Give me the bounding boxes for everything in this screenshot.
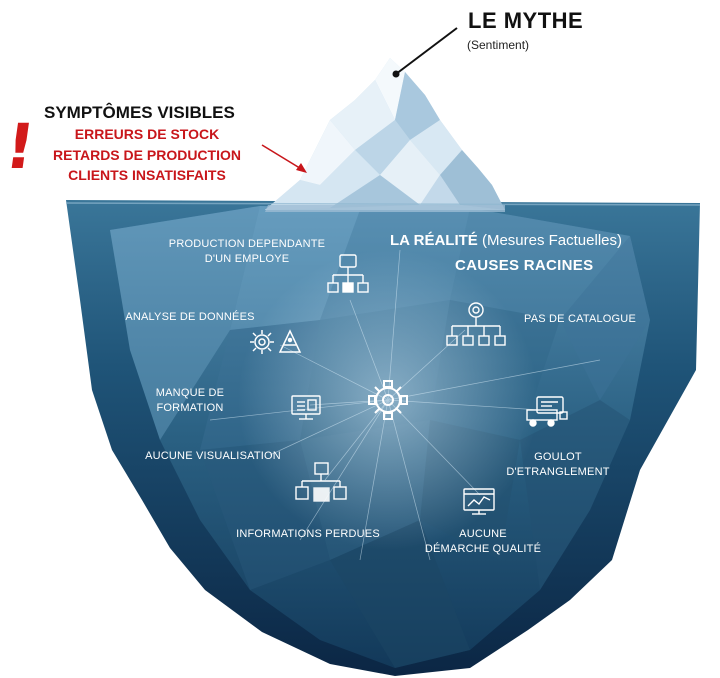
reality-subtitle: CAUSES RACINES [455,257,593,274]
cause-aucune-visualisation: AUCUNE VISUALISATION [138,449,288,464]
cause-manque-formation: MANQUE DE FORMATION [150,386,230,416]
symptom-item: RETARDS DE PRODUCTION [42,147,252,163]
cause-analyse: ANALYSE DE DONNÉES [120,310,260,325]
cause-label-line: FORMATION [150,401,230,416]
cause-label-line: DÉMARCHE QUALITÉ [420,542,546,557]
cause-production-dependante: PRODUCTION DEPENDANTE D'UN EMPLOYE [162,237,332,267]
myth-subtitle: (Sentiment) [467,38,529,52]
reality-title-rest: (Mesures Factuelles) [478,232,622,249]
symptoms-title: SYMPTÔMES VISIBLES [44,103,235,123]
cause-demarche-qualite: AUCUNE DÉMARCHE QUALITÉ [420,527,546,557]
cause-pas-catalogue: PAS DE CATALOGUE [518,312,642,327]
symptom-arrow-head [296,163,307,173]
cause-label-line: PRODUCTION DEPENDANTE [162,237,332,252]
visible-iceberg [265,58,505,212]
cause-label-line: D'UN EMPLOYE [162,252,332,267]
myth-pointer-line [396,28,457,74]
myth-pointer-dot [393,71,400,78]
cause-label-line: D'ETRANGLEMENT [498,465,618,480]
symptom-item: CLIENTS INSATISFAITS [52,167,242,183]
cause-label-line: AUCUNE [420,527,546,542]
cause-label-line: GOULOT [498,450,618,465]
reality-title: LA RÉALITÉ (Mesures Factuelles) [390,232,622,249]
symptom-item: ERREURS DE STOCK [62,126,232,142]
symptom-arrow-line [262,145,303,170]
cause-informations-perdues: INFORMATIONS PERDUES [228,527,388,542]
reality-title-bold: LA RÉALITÉ [390,232,478,249]
cause-goulot: GOULOT D'ETRANGLEMENT [498,450,618,480]
cause-label-line: MANQUE DE [150,386,230,401]
myth-title: LE MYTHE [468,8,583,34]
